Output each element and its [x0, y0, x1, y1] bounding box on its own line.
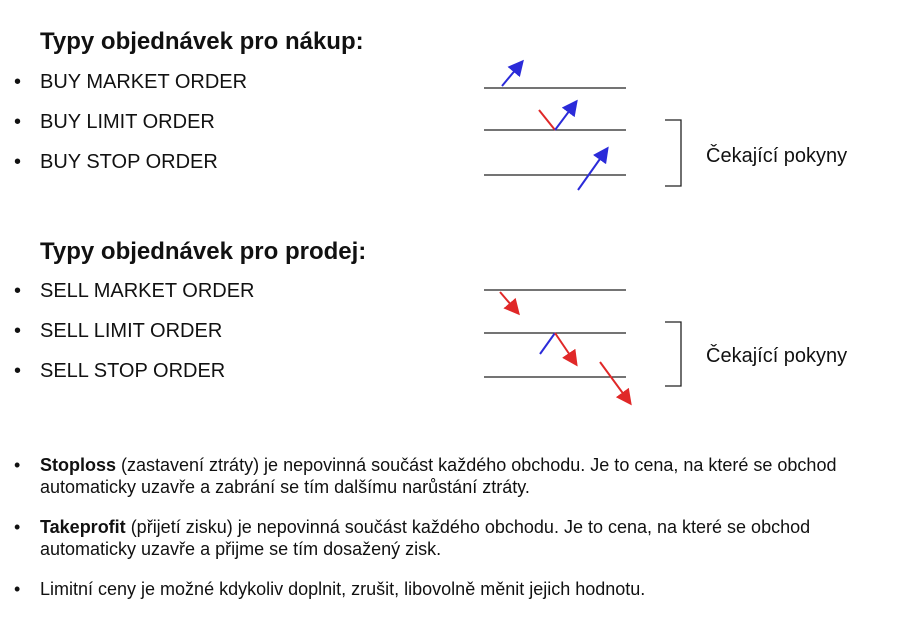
bullet-icon: • — [14, 151, 22, 173]
note-text: Limitní ceny je možné kdykoliv doplnit, … — [40, 579, 646, 599]
list-item: • SELL LIMIT ORDER — [14, 321, 222, 341]
sell-limit-rise-segment — [539, 332, 556, 355]
note-term: Takeprofit — [40, 517, 126, 537]
buy-stop-up-arrow-icon — [577, 146, 609, 191]
buy-limit-label: BUY LIMIT ORDER — [40, 111, 215, 133]
note-limit-prices: • Limitní ceny je možné kdykoliv doplnit,… — [14, 578, 874, 600]
buy-pending-bracket — [665, 119, 682, 187]
note-stoploss: • Stoploss (zastavení ztráty) je nepovinn… — [14, 454, 874, 498]
sell-market-label: SELL MARKET ORDER — [40, 280, 255, 302]
sell-heading: Typy objednávek pro prodej: — [40, 238, 367, 265]
note-takeprofit: • Takeprofit (přijetí zisku) je nepovinná… — [14, 516, 874, 560]
notes-list: • Stoploss (zastavení ztráty) je nepovinn… — [14, 454, 874, 618]
note-text: (zastavení ztráty) je nepovinná součást … — [40, 455, 837, 497]
list-item: • BUY MARKET ORDER — [14, 72, 247, 92]
bullet-icon: • — [14, 320, 22, 342]
bullet-icon: • — [14, 579, 21, 599]
sell-pending-label: Čekající pokyny — [706, 345, 848, 367]
buy-pending-label: Čekající pokyny — [706, 145, 848, 167]
buy-stop-label: BUY STOP ORDER — [40, 151, 218, 173]
list-item: • BUY LIMIT ORDER — [14, 112, 215, 132]
buy-heading: Typy objednávek pro nákup: — [40, 28, 364, 55]
buy-market-label: BUY MARKET ORDER — [40, 71, 248, 93]
buy-limit-drop-segment — [538, 109, 556, 131]
bullet-icon: • — [14, 517, 21, 537]
sell-limit-down-arrow-icon — [554, 332, 578, 367]
sell-stop-label: SELL STOP ORDER — [40, 360, 226, 382]
list-item: • SELL MARKET ORDER — [14, 281, 255, 301]
bullet-icon: • — [14, 455, 21, 475]
buy-limit-up-arrow-icon — [554, 99, 578, 131]
bullet-icon: • — [14, 280, 22, 302]
list-item: • BUY STOP ORDER — [14, 152, 218, 172]
buy-market-up-arrow-icon — [501, 59, 524, 87]
bullet-icon: • — [14, 71, 22, 93]
sell-limit-label: SELL LIMIT ORDER — [40, 320, 223, 342]
bullet-icon: • — [14, 111, 22, 133]
sell-stop-down-arrow-icon — [599, 361, 632, 406]
bullet-icon: • — [14, 360, 22, 382]
list-item: • SELL STOP ORDER — [14, 361, 225, 381]
note-text: (přijetí zisku) je nepovinná součást kaž… — [40, 517, 811, 559]
note-term: Stoploss — [40, 455, 117, 475]
sell-market-down-arrow-icon — [499, 291, 520, 316]
sell-pending-bracket — [665, 321, 682, 387]
